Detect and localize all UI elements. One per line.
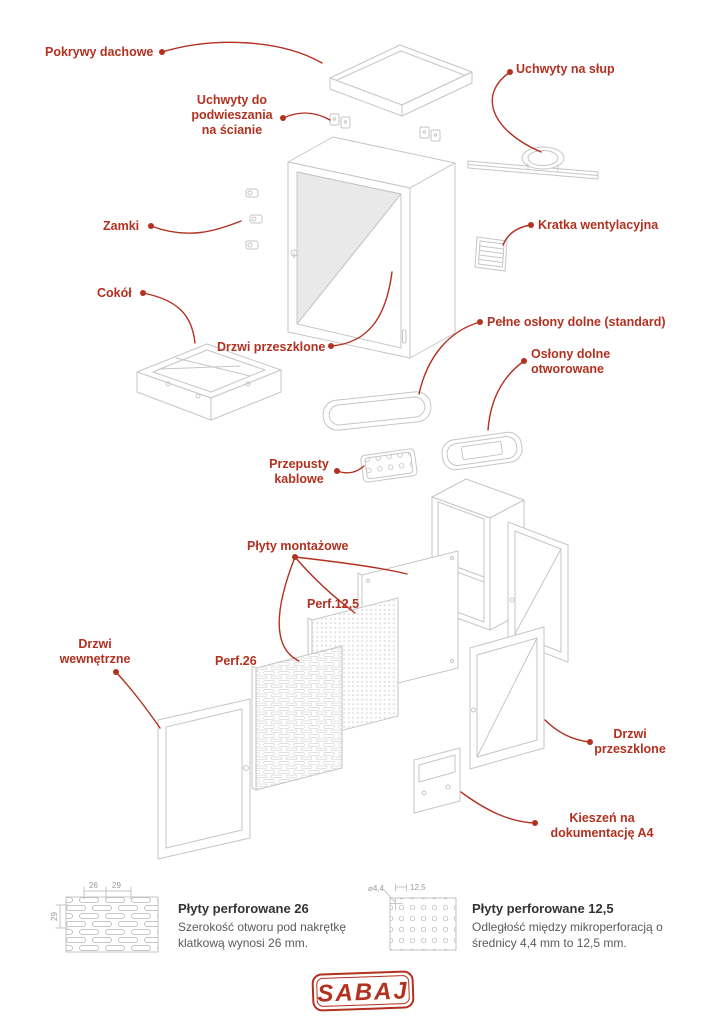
arrow-dot bbox=[532, 820, 538, 826]
label-line: Uchwyty do bbox=[196, 93, 268, 107]
footnote-perf125-desc: Odległość między mikroperforacją o średn… bbox=[472, 920, 663, 950]
glass-door-part bbox=[469, 626, 545, 770]
arrow-cokol bbox=[142, 292, 196, 344]
label-cokol: Cokół bbox=[97, 286, 132, 300]
label-kratka-wentylacyjna: Kratka wentylacyjna bbox=[538, 218, 659, 232]
arrow-dot bbox=[113, 669, 119, 675]
base-frame-part bbox=[136, 343, 282, 421]
pole-mount-part bbox=[467, 146, 599, 180]
arrow-plyty-montazowe-1 bbox=[294, 556, 408, 575]
logo-text: SABAJ bbox=[317, 977, 409, 1007]
arrow-dot bbox=[477, 319, 483, 325]
perf125-detail-drawing: ⌀4,4 12,5 bbox=[368, 883, 457, 951]
inner-door-part bbox=[157, 698, 251, 860]
callout-arrows bbox=[113, 41, 593, 826]
label-line: Drzwi bbox=[78, 637, 112, 651]
label-uchwyty-na-slup: Uchwyty na słup bbox=[516, 62, 615, 76]
label-pokrywy-dachowe: Pokrywy dachowe bbox=[45, 45, 154, 59]
label-perf-26: Perf.26 bbox=[215, 654, 257, 668]
dim-26: 26 bbox=[89, 881, 98, 890]
label-line: kablowe bbox=[274, 472, 324, 486]
bottom-cover-full-part bbox=[322, 391, 432, 431]
vent-grille-part bbox=[474, 236, 508, 272]
arrow-dot bbox=[148, 223, 154, 229]
cable-glands-part bbox=[360, 448, 418, 483]
footnote-perf125-title: Płyty perforowane 12,5 bbox=[472, 901, 614, 916]
arrow-dot bbox=[521, 358, 527, 364]
label-kieszen-a4: Kieszeń na dokumentację A4 bbox=[540, 811, 664, 841]
arrow-dot bbox=[328, 343, 334, 349]
wall-hangers-part bbox=[329, 113, 441, 142]
label-perf-125: Perf.12,5 bbox=[307, 597, 360, 611]
label-drzwi-wewnetrzne: Drzwi wewnętrzne bbox=[57, 637, 133, 667]
footnote-perf26-desc: Szerokość otworu pod nakrętkę klatkową w… bbox=[178, 920, 347, 950]
label-line: otworowane bbox=[531, 362, 604, 376]
arrow-oslony-otworowane bbox=[487, 360, 525, 431]
arrow-dot bbox=[587, 739, 593, 745]
arrow-drzwi-wewnetrzne bbox=[115, 671, 161, 729]
arrow-pelne-oslony bbox=[418, 321, 481, 395]
footnote-perf125: Płyty perforowane 12,5 Odległość między … bbox=[472, 901, 684, 951]
a4-pocket-part bbox=[413, 747, 461, 814]
arrow-drzwi-przeszklone-dolne bbox=[544, 719, 591, 743]
label-drzwi-przeszklone-dolne: Drzwi przeszklone bbox=[594, 727, 666, 757]
perf26-detail-drawing: 26 29 29 bbox=[50, 881, 159, 953]
label-plyty-montazowe: Płyty montażowe bbox=[247, 539, 349, 553]
arrow-dot bbox=[280, 115, 286, 121]
main-cabinet-part bbox=[287, 136, 456, 359]
dim-29: 29 bbox=[112, 881, 121, 890]
label-line: przeszklone bbox=[594, 742, 666, 756]
arrow-kratka bbox=[502, 224, 532, 246]
arrow-dot bbox=[140, 290, 146, 296]
arrow-dot bbox=[159, 49, 165, 55]
label-line: na ścianie bbox=[201, 123, 263, 137]
arrow-dot bbox=[507, 69, 513, 75]
arrow-dot bbox=[528, 222, 534, 228]
dim-hole: ⌀4,4 bbox=[368, 884, 384, 893]
roof-cover-part bbox=[329, 44, 473, 117]
label-line: podwieszania bbox=[191, 108, 273, 122]
label-line: Przepusty bbox=[269, 457, 329, 471]
perf-26-plate-part bbox=[251, 645, 343, 791]
footnote-perf26-title: Płyty perforowane 26 bbox=[178, 901, 309, 916]
arrow-dot bbox=[334, 468, 340, 474]
locks-part bbox=[245, 188, 263, 250]
label-line: dokumentację A4 bbox=[550, 826, 654, 840]
arrow-dot bbox=[292, 554, 298, 560]
dim-29-side: 29 bbox=[50, 912, 59, 921]
arrow-uchwyty-na-slup bbox=[491, 71, 542, 153]
label-line: wewnętrzne bbox=[59, 652, 131, 666]
label-uchwyty-sciana: Uchwyty do podwieszania na ścianie bbox=[186, 93, 278, 138]
arrow-zamki bbox=[150, 220, 242, 234]
sabaj-logo: SABAJ bbox=[311, 970, 415, 1012]
footnote-perf26: Płyty perforowane 26 Szerokość otworu po… bbox=[178, 901, 378, 951]
arrow-przepusty bbox=[336, 465, 365, 474]
label-line: Kieszeń na bbox=[569, 811, 635, 825]
arrow-plyty-montazowe-2 bbox=[294, 556, 356, 614]
arrow-drzwi-przeszklone-gorne bbox=[330, 271, 393, 347]
label-drzwi-przeszklone-gorne: Drzwi przeszklone bbox=[217, 340, 326, 354]
arrow-kieszen-a4 bbox=[460, 791, 536, 824]
label-line: Drzwi bbox=[613, 727, 647, 741]
arrow-plyty-montazowe-3 bbox=[278, 556, 300, 662]
label-zamki: Zamki bbox=[103, 219, 140, 233]
bottom-cover-holed-part bbox=[441, 431, 523, 471]
label-oslony-dolne-otworowane: Osłony dolne otworowane bbox=[531, 347, 610, 377]
dim-pitch: 12,5 bbox=[410, 883, 426, 892]
arrow-pokrywy-dachowe bbox=[161, 41, 323, 64]
label-line: Osłony dolne bbox=[531, 347, 611, 361]
arrow-uchwyty-sciana bbox=[282, 112, 331, 121]
label-pelne-oslony-dolne: Pełne osłony dolne (standard) bbox=[487, 315, 666, 329]
label-przepusty-kablowe: Przepusty kablowe bbox=[266, 457, 332, 487]
